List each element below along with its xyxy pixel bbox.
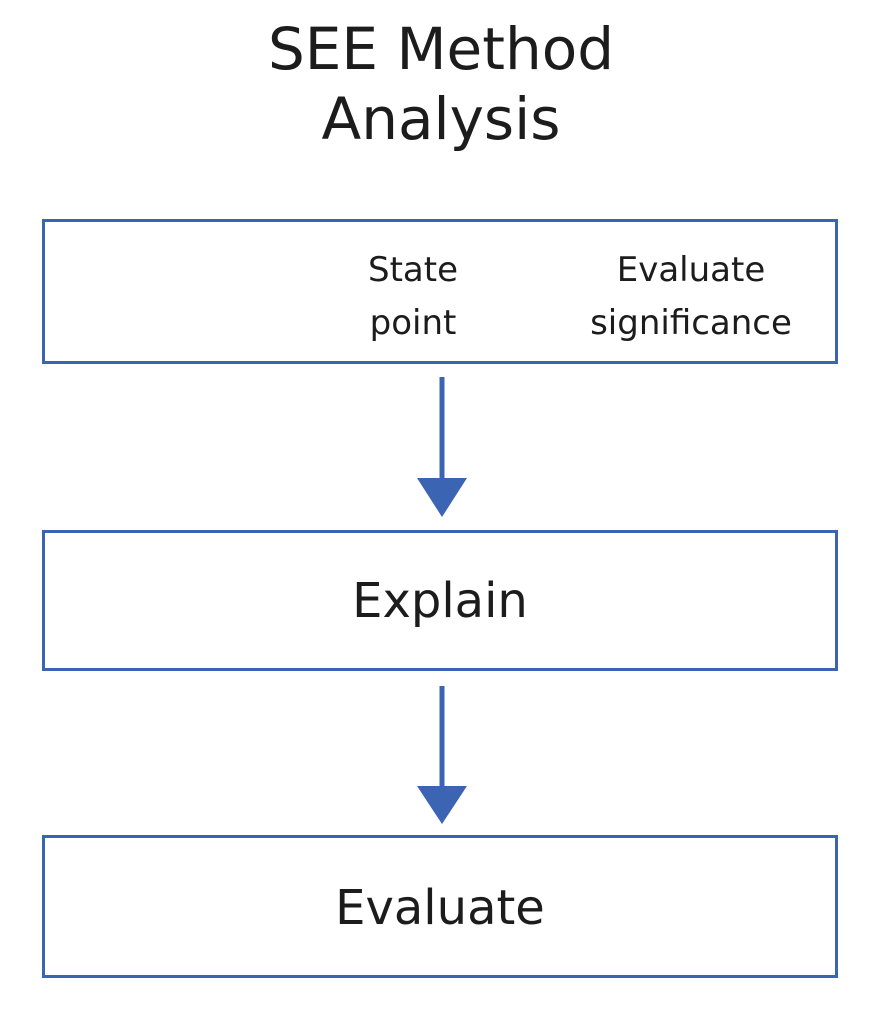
diagram-title: SEE Method Analysis: [0, 14, 882, 154]
diagram-title-line-1: SEE Method: [267, 15, 615, 83]
state-point-box: State point Evaluate significance: [42, 219, 838, 364]
evaluate-label: Evaluate: [335, 880, 545, 936]
state-point-label: State point: [351, 244, 475, 350]
state-point-label-line-2: point: [369, 303, 457, 343]
diagram-title-line-2: Analysis: [321, 85, 561, 153]
arrow-explain-to-evaluate: [417, 686, 467, 824]
arrow-state-to-explain: [417, 377, 467, 517]
evaluate-significance-label-line-2: significance: [590, 303, 792, 343]
explain-box: Explain: [42, 530, 838, 671]
evaluate-significance-label-line-1: Evaluate: [616, 250, 766, 290]
state-point-label-line-1: State: [368, 250, 458, 290]
arrow-explain-to-evaluate-head: [417, 786, 467, 824]
evaluate-box: Evaluate: [42, 835, 838, 978]
arrow-state-to-explain-head: [417, 478, 467, 517]
explain-label: Explain: [352, 573, 528, 629]
evaluate-significance-label: Evaluate significance: [569, 244, 813, 350]
